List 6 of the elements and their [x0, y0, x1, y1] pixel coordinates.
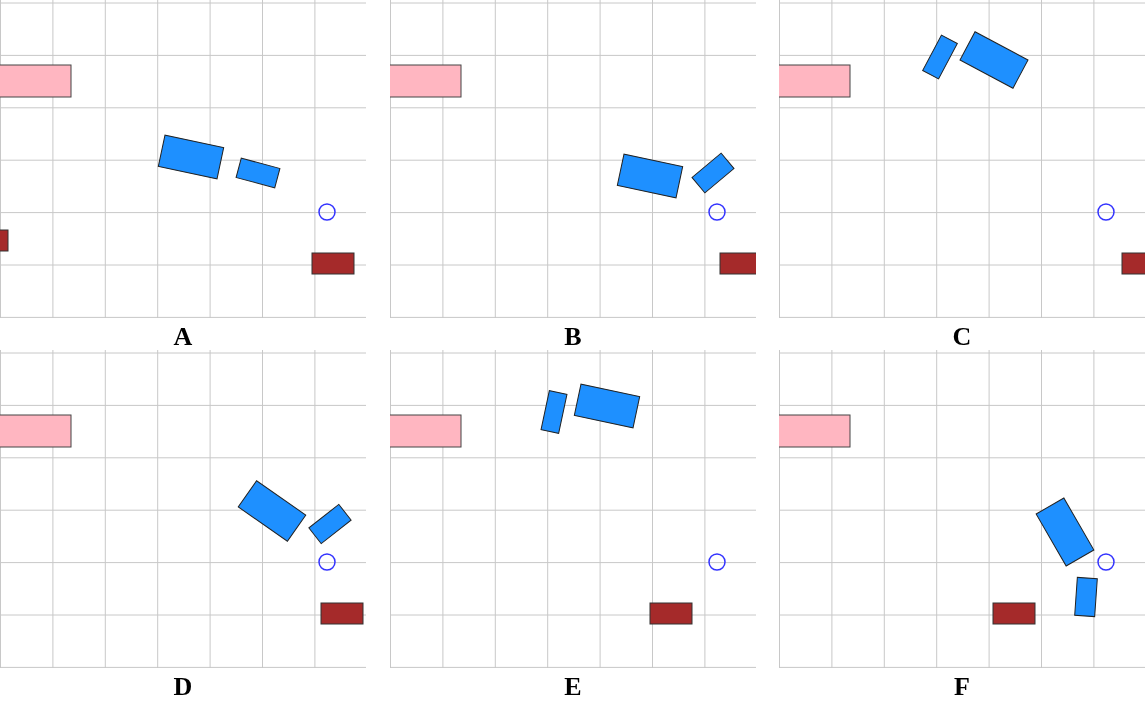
panel-label: A [172, 322, 194, 352]
panel-label: C [951, 322, 973, 352]
panel-label: E [563, 672, 583, 702]
panel-label: B [563, 322, 583, 352]
panel-label: F [953, 672, 971, 702]
panel-label: D [172, 672, 194, 702]
